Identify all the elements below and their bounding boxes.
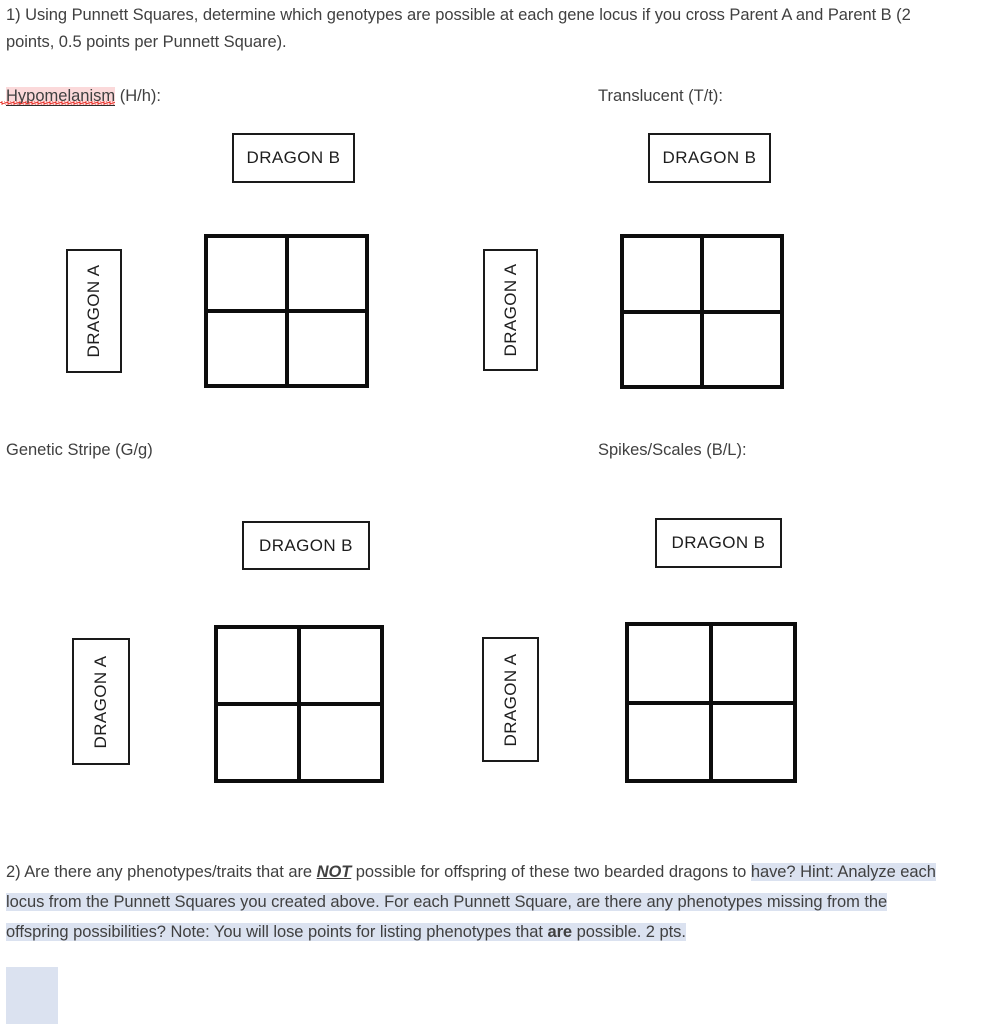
parent-b-label-box-translucent: DRAGON B — [648, 133, 771, 183]
locus-label-translucent: Translucent (T/t): — [598, 87, 723, 105]
punnett-square-spikes-scales[interactable] — [625, 622, 797, 783]
punnett-cell[interactable] — [702, 311, 780, 385]
locus-label-hypomelanism: Hypomelanism (H/h): — [0, 84, 161, 108]
parent-a-label-text: DRAGON A — [500, 263, 520, 357]
punnett-square-translucent[interactable] — [620, 234, 784, 389]
question-2-after-not: possible for offspring of these two bear… — [351, 863, 751, 881]
locus-label-genetic-stripe: Genetic Stripe (G/g) — [6, 441, 153, 459]
punnett-cell[interactable] — [299, 704, 380, 779]
parent-a-label-box-spikes-scales: DRAGON A — [482, 637, 539, 762]
parent-a-label-box-hypomelanism: DRAGON A — [66, 249, 122, 373]
punnett-cell[interactable] — [208, 311, 287, 384]
parent-b-label-box-genetic-stripe: DRAGON B — [242, 521, 370, 570]
punnett-cell[interactable] — [629, 702, 711, 779]
parent-a-label-text: DRAGON A — [84, 264, 103, 358]
parent-a-label-text: DRAGON A — [500, 653, 520, 746]
punnett-cell[interactable] — [624, 311, 702, 385]
punnett-cell[interactable] — [711, 702, 793, 779]
punnett-square-genetic-stripe[interactable] — [214, 625, 384, 783]
punnett-cell[interactable] — [702, 238, 780, 312]
parent-b-label-box-spikes-scales: DRAGON B — [655, 518, 782, 568]
punnett-cell[interactable] — [286, 311, 365, 384]
punnett-cell[interactable] — [218, 704, 299, 779]
selection-trailing-line — [6, 967, 58, 1024]
question-2-bold-are: are — [547, 923, 573, 941]
punnett-square-hypomelanism[interactable] — [204, 234, 369, 388]
parent-b-label-box-hypomelanism: DRAGON B — [232, 133, 355, 183]
punnett-cell[interactable] — [299, 629, 380, 704]
spellcheck-squiggle-icon — [0, 101, 116, 105]
punnett-cell[interactable] — [624, 238, 702, 312]
question-2-selected-part-2: possible. 2 pts. — [572, 923, 686, 941]
punnett-cell[interactable] — [218, 629, 299, 704]
parent-a-label-text: DRAGON A — [91, 655, 110, 748]
parent-a-label-box-translucent: DRAGON A — [483, 249, 538, 371]
question-2-text: 2) Are there any phenotypes/traits that … — [6, 857, 946, 947]
question-2-not-emphasis: NOT — [316, 863, 352, 881]
question-1-text: 1) Using Punnett Squares, determine whic… — [6, 6, 911, 51]
hypomelanism-allele-text: (H/h): — [115, 87, 161, 105]
punnett-cell[interactable] — [711, 626, 793, 703]
punnett-cell[interactable] — [286, 238, 365, 311]
question-2-lead: 2) Are there any phenotypes/traits that … — [6, 863, 317, 881]
punnett-cell[interactable] — [208, 238, 287, 311]
parent-a-label-box-genetic-stripe: DRAGON A — [72, 638, 130, 765]
punnett-cell[interactable] — [629, 626, 711, 703]
locus-label-spikes-scales: Spikes/Scales (B/L): — [598, 441, 747, 459]
